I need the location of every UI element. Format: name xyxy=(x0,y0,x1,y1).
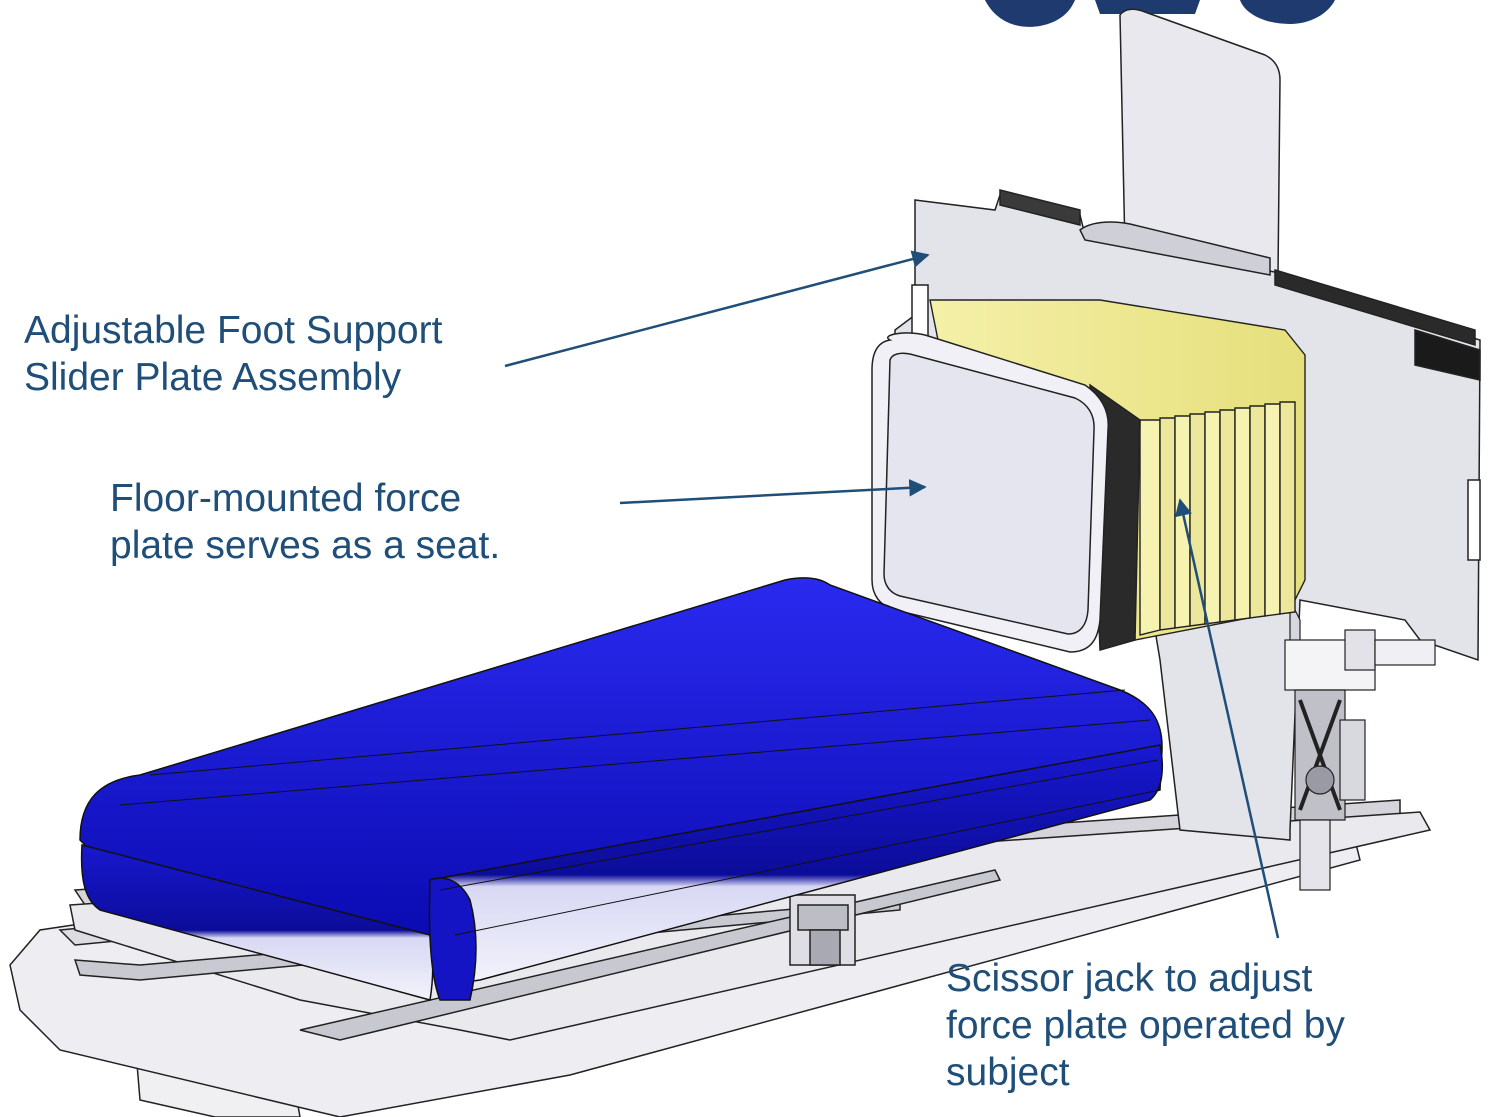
scissor-jack-arrow xyxy=(1174,498,1280,939)
force-plate-label: Floor-mounted force plate serves as a se… xyxy=(110,477,501,567)
seat-cushion xyxy=(79,577,1163,1001)
foot-support-arrow xyxy=(504,250,930,368)
title-fragment-shapes xyxy=(985,0,1335,27)
side-mechanism xyxy=(1284,599,1436,891)
center-clamp xyxy=(789,894,856,966)
force-plate-seat xyxy=(871,332,1141,653)
scissor-jack-label: Scissor jack to adjust force plate opera… xyxy=(946,957,1345,1094)
foot-support-label: Adjustable Foot Support Slider Plate Ass… xyxy=(24,309,443,399)
force-plate-arrow xyxy=(619,479,927,505)
leader-arrows xyxy=(504,250,1280,939)
scissor-jack xyxy=(929,299,1306,641)
